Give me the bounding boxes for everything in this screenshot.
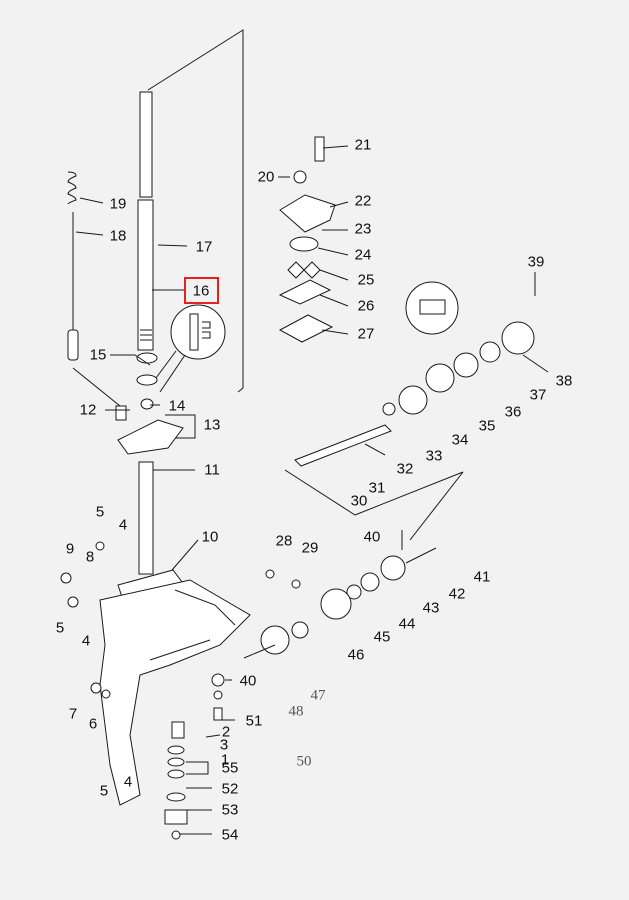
label-part-22: 22 (354, 192, 372, 210)
label-part-28: 28 (275, 532, 293, 550)
label-part-45: 45 (373, 628, 391, 646)
label-part-5b: 5 (55, 619, 65, 637)
label-part-25: 25 (357, 271, 375, 289)
label-part-19: 19 (109, 195, 127, 213)
label-part-18: 18 (109, 227, 127, 245)
label-part-15: 15 (89, 346, 107, 364)
label-part-4c: 4 (123, 773, 133, 791)
label-part-3: 3 (219, 736, 229, 754)
label-part-32: 32 (396, 460, 414, 478)
label-part-52: 52 (221, 780, 239, 798)
label-part-36: 36 (504, 403, 522, 421)
label-part-23: 23 (354, 220, 372, 238)
label-part-48: 48 (288, 703, 304, 720)
label-part-29: 29 (301, 539, 319, 557)
label-part-42: 42 (448, 585, 466, 603)
label-part-41: 41 (473, 568, 491, 586)
label-part-37: 37 (529, 386, 547, 404)
label-part-27: 27 (357, 325, 375, 343)
label-part-8: 8 (85, 548, 95, 566)
label-part-14: 14 (168, 397, 186, 415)
label-part-40b: 40 (239, 672, 257, 690)
label-part-1: 1 (220, 751, 230, 769)
label-part-11: 11 (204, 461, 220, 479)
label-part-53: 53 (221, 801, 239, 819)
label-part-5a: 5 (95, 503, 105, 521)
label-part-55: 55 (221, 759, 239, 777)
label-part-35: 35 (478, 417, 496, 435)
label-part-12: 12 (79, 401, 97, 419)
label-part-20: 20 (257, 168, 275, 186)
label-part-38: 38 (555, 372, 573, 390)
label-part-54: 54 (221, 826, 239, 844)
label-part-30: 30 (350, 492, 368, 510)
label-part-40a: 40 (363, 528, 381, 546)
label-part-44: 44 (398, 615, 416, 633)
label-part-31: 31 (368, 479, 386, 497)
label-part-4a: 4 (118, 516, 128, 534)
label-part-51: 51 (245, 712, 263, 730)
label-part-7: 7 (68, 705, 78, 723)
label-part-39: 39 (527, 253, 545, 271)
label-part-26: 26 (357, 297, 375, 315)
label-part-43: 43 (422, 599, 440, 617)
label-part-16[interactable]: 16 (192, 282, 210, 300)
label-part-2: 2 (221, 723, 231, 741)
label-part-33: 33 (425, 447, 443, 465)
label-part-4b: 4 (81, 632, 91, 650)
drive-shaft-icon (137, 91, 154, 351)
label-part-6: 6 (88, 715, 98, 733)
label-part-47: 47 (310, 687, 326, 704)
label-part-46: 46 (347, 646, 365, 664)
label-part-21: 21 (354, 136, 372, 154)
highlighted-part-box[interactable] (184, 277, 219, 304)
label-part-5c: 5 (99, 782, 109, 800)
label-part-17: 17 (195, 238, 213, 256)
label-part-50: 50 (296, 753, 312, 770)
label-part-24: 24 (354, 246, 372, 264)
label-part-13: 13 (203, 416, 221, 434)
label-part-10: 10 (201, 528, 219, 546)
label-part-34: 34 (451, 431, 469, 449)
label-part-9: 9 (65, 540, 75, 558)
